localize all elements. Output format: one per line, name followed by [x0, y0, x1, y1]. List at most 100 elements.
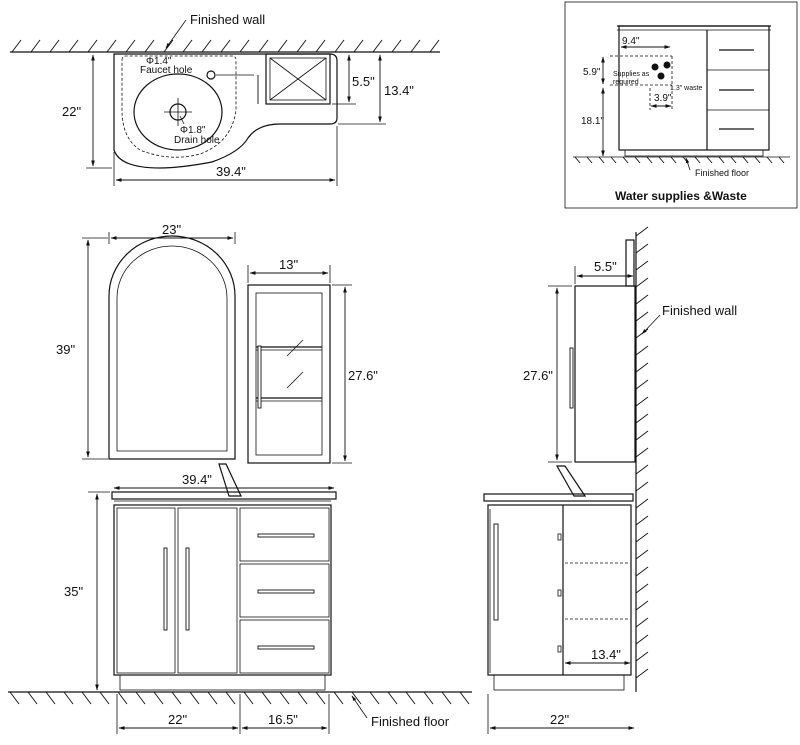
supply-plinth: [624, 149, 764, 157]
wall-hatch-stroke: [106, 39, 117, 53]
side-base-depth-text: 22": [550, 712, 569, 727]
side-wall-plate: [625, 239, 635, 287]
side-cabinet-depth-text: 5.5": [594, 259, 617, 274]
drain-leader: [179, 115, 185, 125]
side-cabinet-handle: [569, 347, 574, 409]
cabinet-height-text: 27.6": [348, 368, 378, 383]
wall-hatch-stroke: [239, 39, 250, 53]
side-medicine-cabinet: [574, 285, 636, 463]
top-width-text: 39.4": [216, 164, 246, 179]
front-countertop: [111, 491, 337, 500]
floor-hatch-stroke: [658, 156, 665, 164]
wall-hatch-stroke: [635, 277, 649, 288]
floor-hatch-stroke: [261, 691, 272, 705]
supply-panel: 9.4" 5.9" Supplies as required 1.3" wast…: [564, 1, 798, 209]
faucet-hole: [206, 70, 216, 80]
top-wall-hatch: [11, 39, 440, 53]
wall-hatch-stroke: [429, 39, 440, 53]
faucet-dia-text: Φ1.4": [146, 56, 172, 67]
floor-hatch-stroke: [153, 691, 164, 705]
wall-hatch-stroke: [635, 447, 649, 458]
floor-hatch-stroke: [45, 691, 56, 705]
front-drawer-2: [239, 563, 330, 618]
floor-hatch-stroke: [730, 156, 737, 164]
wall-hatch-stroke: [277, 39, 288, 53]
top-width-text-front: 39.4": [182, 472, 212, 487]
floor-hatch-stroke: [754, 156, 761, 164]
supply-panel-caption: Water supplies &Waste: [615, 189, 747, 203]
wall-hatch-stroke: [635, 362, 649, 373]
cabinet-width-text: 13": [279, 257, 298, 272]
supply-pipe-hot: [651, 63, 659, 71]
wall-hatch-stroke: [635, 515, 649, 526]
floor-hatch-stroke: [279, 691, 290, 705]
wall-hatch-stroke: [296, 39, 307, 53]
wall-hatch-stroke: [372, 39, 383, 53]
supply-offset-x-text: 9.4": [622, 36, 640, 47]
supply-floor-label: Finished floor: [695, 168, 749, 178]
wall-hatch-stroke: [125, 39, 136, 53]
floor-hatch-stroke: [171, 691, 182, 705]
medicine-cabinet-outer: [247, 284, 331, 464]
wall-hatch-stroke: [87, 39, 98, 53]
wall-hatch-stroke: [201, 39, 212, 53]
wall-hatch-stroke: [220, 39, 231, 53]
waste-offset-text: 3.9": [654, 93, 672, 104]
cabinet-handle: [257, 345, 262, 409]
floor-hatch-stroke: [586, 156, 593, 164]
floor-hatch-stroke: [99, 691, 110, 705]
floor-hatch-stroke: [207, 691, 218, 705]
wall-hatch-stroke: [635, 566, 649, 577]
floor-hatch-stroke: [27, 691, 38, 705]
door-width-text: 22": [168, 712, 187, 727]
floor-hatch-stroke: [135, 691, 146, 705]
wall-hatch-stroke: [635, 226, 649, 237]
side-wall-leader: [641, 314, 661, 335]
side-faucet: [555, 465, 587, 497]
top-drawer-box: [265, 53, 331, 105]
sink-bowl: [133, 73, 223, 151]
floor-hatch-stroke: [706, 156, 713, 164]
mirror-height-text: 39": [56, 342, 75, 357]
top-depth-text: 22": [62, 104, 81, 119]
wall-hatch-stroke: [635, 396, 649, 407]
front-floor-leader: [351, 695, 368, 719]
front-door-right: [177, 507, 238, 674]
supply-height-text: 18.1": [581, 116, 604, 127]
wall-hatch-stroke: [635, 498, 649, 509]
supply-pipe-cold: [663, 61, 671, 69]
arched-mirror-outer: [108, 235, 236, 460]
floor-hatch-stroke: [81, 691, 92, 705]
floor-hatch-stroke: [63, 691, 74, 705]
wall-hatch-stroke: [635, 413, 649, 424]
wall-hatch-stroke: [391, 39, 402, 53]
floor-hatch-stroke: [694, 156, 701, 164]
floor-hatch-stroke: [670, 156, 677, 164]
vanity-height-text: 35": [64, 584, 83, 599]
drawer-width-text: 16.5": [268, 712, 298, 727]
wall-hatch-stroke: [635, 532, 649, 543]
front-plinth: [119, 674, 326, 691]
side-plinth: [493, 674, 625, 691]
floor-hatch-stroke: [333, 691, 344, 705]
top-wall-leader: [165, 19, 187, 49]
front-view: 23" 39" 13" 27.6": [8, 222, 472, 734]
wall-hatch-stroke: [68, 39, 79, 53]
wall-hatch-stroke: [635, 617, 649, 628]
floor-hatch-stroke: [441, 691, 452, 705]
wall-hatch-stroke: [334, 39, 345, 53]
wall-hatch-stroke: [635, 345, 649, 356]
front-door-left-handle: [163, 547, 168, 631]
wall-hatch-stroke: [410, 39, 421, 53]
side-countertop: [483, 493, 634, 502]
floor-hatch-stroke: [574, 156, 581, 164]
floor-hatch-stroke: [225, 691, 236, 705]
floor-hatch-stroke: [646, 156, 653, 164]
floor-hatch-stroke: [742, 156, 749, 164]
cabinet-glass-glint-2: [286, 371, 304, 389]
supply-floor-hatch: [574, 156, 785, 164]
floor-hatch-stroke: [9, 691, 20, 705]
floor-hatch-stroke: [718, 156, 725, 164]
floor-hatch-stroke: [405, 691, 416, 705]
supplies-label-1: Supplies as: [613, 71, 650, 78]
